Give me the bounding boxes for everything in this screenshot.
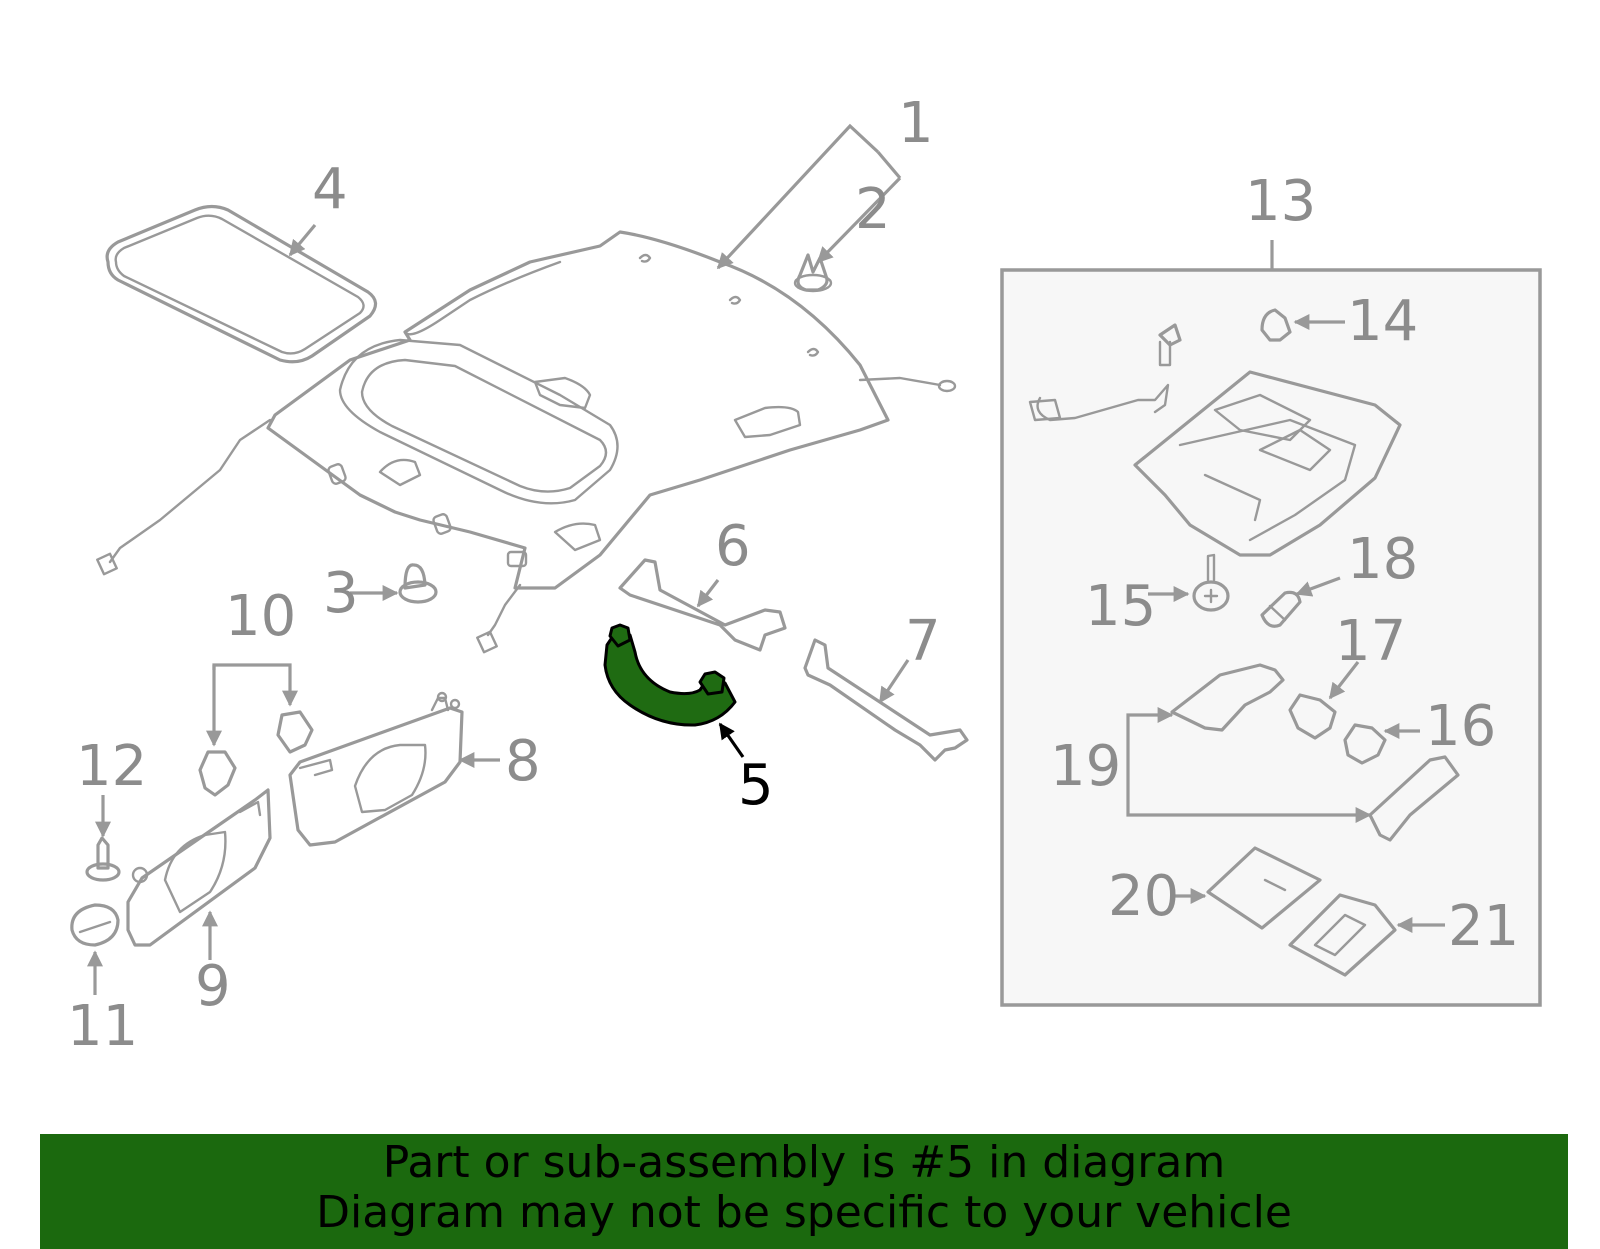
callout-17: 17 [1335, 609, 1406, 674]
part-21-cover [1288, 893, 1397, 977]
callout-1: 1 [898, 91, 934, 156]
callout-labels: 1 2 3 4 5 6 7 8 9 10 11 12 13 14 15 16 1… [67, 91, 1519, 1059]
banner-line-1: Part or sub-assembly is #5 in diagram [382, 1137, 1226, 1188]
part-13-overhead-console [1028, 370, 1402, 557]
part-19-lens [1170, 663, 1460, 842]
part-2-clip [793, 253, 833, 293]
callout-20: 20 [1108, 864, 1179, 929]
callout-18: 18 [1347, 527, 1418, 592]
callout-15: 15 [1085, 574, 1156, 639]
part-6-bracket [618, 558, 787, 652]
callout-9: 9 [195, 954, 231, 1019]
part-3-clip [398, 563, 438, 604]
callout-10: 10 [225, 584, 296, 649]
part-9-sun-visor [126, 788, 272, 947]
callout-21: 21 [1448, 894, 1519, 959]
part-20-cover [1206, 846, 1322, 930]
part-7-bracket [803, 638, 969, 762]
part-11-cap [70, 903, 120, 947]
part-10-holders [198, 663, 314, 797]
part-16-socket [1343, 723, 1387, 765]
part-15-screw [1192, 553, 1230, 612]
callout-8: 8 [505, 729, 541, 794]
part-1-headliner [96, 230, 957, 654]
callout-3: 3 [323, 561, 359, 626]
banner-line-2: Diagram may not be specific to your vehi… [316, 1187, 1292, 1238]
callout-6: 6 [715, 514, 751, 579]
callout-13: 13 [1245, 169, 1316, 234]
part-13-bolt [1158, 323, 1182, 367]
leader-lines [87, 123, 1445, 995]
part-5-grab-handle[interactable] [603, 623, 737, 727]
callout-4: 4 [312, 157, 348, 222]
part-4-sunroof-panel [105, 204, 378, 364]
callout-14: 14 [1347, 289, 1418, 354]
part-18-bulb [1260, 590, 1302, 628]
part-14-clip [1260, 308, 1292, 342]
part-8-sun-visor [288, 691, 464, 847]
part-17-socket [1288, 693, 1337, 740]
callout-19: 19 [1050, 734, 1121, 799]
callout-5: 5 [738, 753, 774, 818]
part-12-screw [85, 836, 121, 882]
callout-11: 11 [67, 994, 138, 1059]
callout-2: 2 [855, 177, 891, 242]
callout-12: 12 [76, 734, 147, 799]
callout-7: 7 [905, 609, 941, 674]
callout-16: 16 [1425, 694, 1496, 759]
info-banner: Part or sub-assembly is #5 in diagram Di… [40, 1134, 1568, 1249]
